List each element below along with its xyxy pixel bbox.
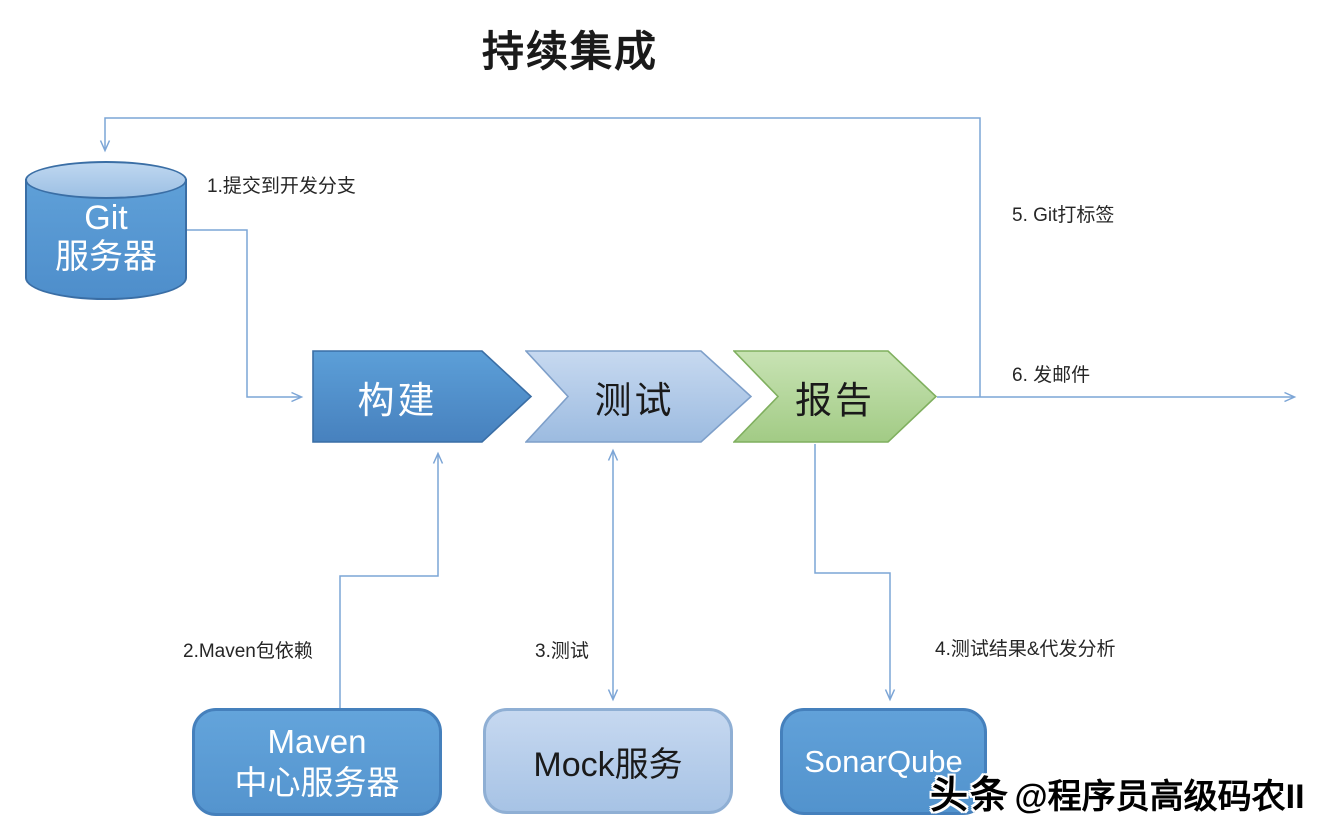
step-label-commit: 1.提交到开发分支 <box>207 176 356 197</box>
step-label-maven-dependency: 2.Maven包依赖 <box>183 641 313 662</box>
step-label-test: 3.测试 <box>535 641 589 662</box>
step-label-test-result-analysis: 4.测试结果&代发分析 <box>935 639 1116 660</box>
git-commit-to-build-connector <box>187 229 304 403</box>
maven-server-node: Maven 中心服务器 <box>192 708 442 816</box>
cylinder-body <box>25 179 187 300</box>
test-chevron-path <box>525 350 752 443</box>
build-chevron: 构建 <box>312 350 533 443</box>
step-label-git-tag: 5. Git打标签 <box>1012 205 1115 226</box>
git-server-node: Git 服务器 <box>25 161 187 300</box>
report-chevron-path <box>733 350 937 443</box>
test-label: 测试 <box>594 379 675 421</box>
mock-label: Mock服务 <box>533 745 683 784</box>
cylinder-top-ellipse <box>25 161 187 199</box>
build-chevron-shape <box>312 350 533 443</box>
test-chevron: 测试 <box>525 350 752 443</box>
test-chevron-shape <box>525 350 752 443</box>
feedback-git-tag-connector <box>99 117 981 397</box>
diagram-title: 持续集成 <box>481 28 658 75</box>
watermark-logo: 头条 <box>930 775 1011 817</box>
git-server-line1: Git <box>84 199 128 238</box>
build-label: 构建 <box>357 379 438 421</box>
maven-line1: Maven <box>267 722 367 760</box>
step-label-send-email: 6. 发邮件 <box>1012 365 1091 386</box>
maven-to-build-connector <box>339 451 444 709</box>
build-chevron-path <box>312 350 533 443</box>
watermark-handle: @程序员高级码农II <box>1014 778 1305 816</box>
sonarqube-node: SonarQube <box>780 708 987 815</box>
sonarqube-label: SonarQube <box>804 743 963 779</box>
git-server-label: Git 服务器 <box>25 161 187 300</box>
report-label: 报告 <box>795 379 875 421</box>
report-chevron-shape <box>733 350 937 443</box>
watermark: 头条 @程序员高级码农II <box>930 764 1320 819</box>
report-chevron: 报告 <box>733 350 937 443</box>
report-to-sonar-connector <box>814 444 896 702</box>
git-server-line2: 服务器 <box>55 237 157 276</box>
mock-service-node: Mock服务 <box>483 708 733 814</box>
maven-line2: 中心服务器 <box>234 764 400 801</box>
